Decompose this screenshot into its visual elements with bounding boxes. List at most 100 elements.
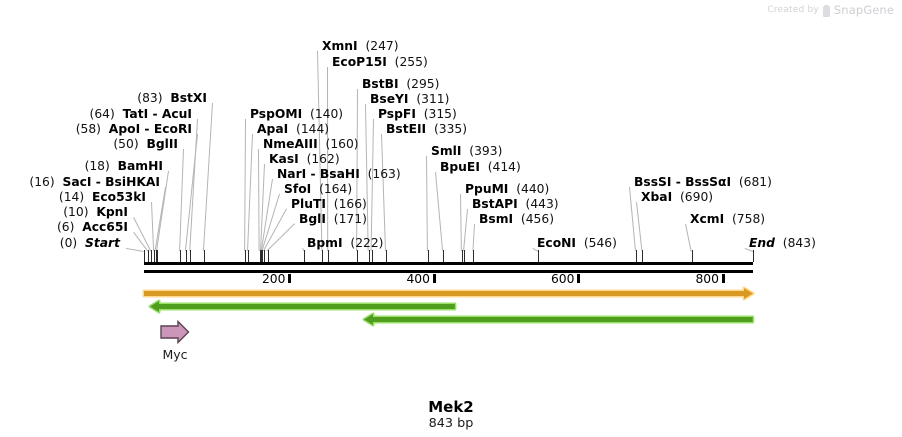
site-label-bsmi[interactable]: BsmI (456) <box>479 213 554 225</box>
site-name: EcoNI <box>537 236 577 250</box>
site-label-acc65i[interactable]: (6) Acc65I <box>57 221 128 233</box>
snapgene-logo-icon <box>822 5 830 17</box>
site-tick-kpni[interactable] <box>151 250 153 262</box>
site-tick-bgli[interactable] <box>267 250 269 262</box>
site-label-pspfi[interactable]: PspFI (315) <box>378 108 457 120</box>
site-label-ppumi[interactable]: PpuMI (440) <box>465 183 549 195</box>
site-position: (18) <box>84 159 110 173</box>
site-label-econi[interactable]: EcoNI (546) <box>537 237 617 249</box>
site-tick-bstbi[interactable] <box>357 250 359 262</box>
site-tick-xcmi[interactable] <box>691 250 693 262</box>
site-label-apoi[interactable]: (58) ApoI - EcoRI <box>76 123 192 135</box>
site-tick-bglii[interactable] <box>180 250 182 262</box>
site-label-bstapi[interactable]: BstAPI (443) <box>472 198 559 210</box>
site-name: BglII <box>146 137 178 151</box>
site-label-bglii[interactable]: (50) BglII <box>113 138 178 150</box>
site-label-xbai[interactable]: XbaI (690) <box>641 191 713 203</box>
site-tick-bsmi[interactable] <box>473 250 475 262</box>
site-tick-pspomi[interactable] <box>245 250 247 262</box>
site-tick-start[interactable] <box>144 250 145 262</box>
site-tick-bstxi[interactable] <box>203 250 205 262</box>
site-label-nari[interactable]: NarI - BsaHI (163) <box>277 168 401 180</box>
site-name: SmlI <box>431 144 462 158</box>
site-label-end[interactable]: End (843) <box>749 237 816 249</box>
site-label-bgli[interactable]: BglI (171) <box>299 213 367 225</box>
site-label-bpuei[interactable]: BpuEI (414) <box>440 161 521 173</box>
backbone-bottom-strand <box>144 270 753 273</box>
site-tick-nari[interactable] <box>261 250 263 262</box>
site-tick-end[interactable] <box>753 250 754 262</box>
site-name: BstXI <box>170 91 207 105</box>
site-tick-smli[interactable] <box>427 250 429 262</box>
leader-line-apai <box>247 133 253 251</box>
site-tick-nmeaiii[interactable] <box>259 250 261 262</box>
feature-orf-full[interactable] <box>142 286 755 301</box>
site-label-bsteii[interactable]: BstEII (335) <box>386 123 467 135</box>
site-tick-apoi[interactable] <box>185 250 187 262</box>
feature-myc[interactable] <box>160 319 190 348</box>
site-tick-pluti[interactable] <box>263 250 265 262</box>
site-tick-ecop15i[interactable] <box>328 250 330 262</box>
site-tick-bamhi[interactable] <box>157 250 158 262</box>
site-tick-bsteii[interactable] <box>386 250 387 262</box>
site-label-xcmi[interactable]: XcmI (758) <box>690 213 765 225</box>
site-label-kpni[interactable]: (10) KpnI <box>63 206 128 218</box>
site-position: (247) <box>365 39 399 53</box>
site-tick-bpuei[interactable] <box>443 250 445 262</box>
site-tick-tati[interactable] <box>190 250 192 262</box>
site-position: (690) <box>680 190 714 204</box>
site-label-pspomi[interactable]: PspOMI (140) <box>250 108 343 120</box>
site-label-bamhi[interactable]: (18) BamHI <box>85 160 163 172</box>
site-name: Acc65I <box>82 220 128 234</box>
site-label-kasi[interactable]: KasI (162) <box>269 153 340 165</box>
ruler-label-400: 400 <box>406 272 430 286</box>
site-label-bpmi[interactable]: BpmI (222) <box>307 237 383 249</box>
leader-line-bstxi <box>202 102 213 251</box>
myc-arrow-icon <box>160 319 190 345</box>
site-tick-xmni[interactable] <box>322 250 324 262</box>
site-name: PpuMI <box>465 182 509 196</box>
site-label-pluti[interactable]: PluTI (166) <box>291 198 367 210</box>
site-name: BamHI <box>117 159 163 173</box>
site-label-sfoi[interactable]: SfoI (164) <box>284 183 352 195</box>
site-label-saci[interactable]: (16) SacI - BsiHKAI <box>29 176 160 188</box>
site-label-apai[interactable]: ApaI (144) <box>257 123 329 135</box>
site-tick-bstapi[interactable] <box>464 250 466 262</box>
ruler-tick-600 <box>577 274 581 283</box>
site-label-bstxi[interactable]: (83) BstXI <box>137 92 207 104</box>
site-label-tati[interactable]: (64) TatI - AcuI <box>90 108 192 120</box>
snapgene-watermark: Created by SnapGene <box>767 3 894 17</box>
site-name: NarI <box>277 167 307 181</box>
site-name: Eco53kI <box>91 190 146 204</box>
site-tick-apai[interactable] <box>248 250 250 262</box>
site-tick-saci[interactable] <box>155 250 157 262</box>
feature-orf-green1[interactable] <box>148 299 457 314</box>
leader-line-bsssi <box>629 187 636 252</box>
site-tick-bpmi[interactable] <box>304 250 306 262</box>
site-label-nmeaiii[interactable]: NmeAIII (160) <box>263 138 359 150</box>
site-label-bstbi[interactable]: BstBI (295) <box>362 78 439 90</box>
site-tick-bsssi[interactable] <box>635 250 637 262</box>
site-name: BstBI <box>362 77 399 91</box>
site-tick-sfoi[interactable] <box>262 250 264 262</box>
site-label-bsssi[interactable]: BssSI - BssSαI (681) <box>634 176 772 188</box>
site-tick-ppumi[interactable] <box>461 250 463 262</box>
feature-orf-green2[interactable] <box>362 312 755 327</box>
ruler-tick-200 <box>288 274 292 283</box>
site-label-start[interactable]: (0) Start <box>60 237 120 249</box>
site-tick-kasi[interactable] <box>261 250 263 262</box>
site-tick-eco53ki[interactable] <box>154 250 156 262</box>
site-tick-acc65i[interactable] <box>148 250 150 262</box>
site-tick-econi[interactable] <box>538 250 540 262</box>
site-name: BglI <box>299 212 326 226</box>
site-label-eco53ki[interactable]: (14) Eco53kI <box>59 191 146 203</box>
site-name: EcoP15I <box>332 55 387 69</box>
site-tick-bseyi[interactable] <box>368 250 370 262</box>
site-label-xmni[interactable]: XmnI (247) <box>322 40 399 52</box>
site-tick-xbai[interactable] <box>642 250 644 262</box>
site-label-smli[interactable]: SmlI (393) <box>431 145 502 157</box>
site-label-ecop15i[interactable]: EcoP15I (255) <box>332 56 428 68</box>
site-name: BssSI <box>634 175 672 189</box>
site-label-bseyi[interactable]: BseYI (311) <box>370 93 449 105</box>
site-tick-pspfi[interactable] <box>371 250 373 262</box>
